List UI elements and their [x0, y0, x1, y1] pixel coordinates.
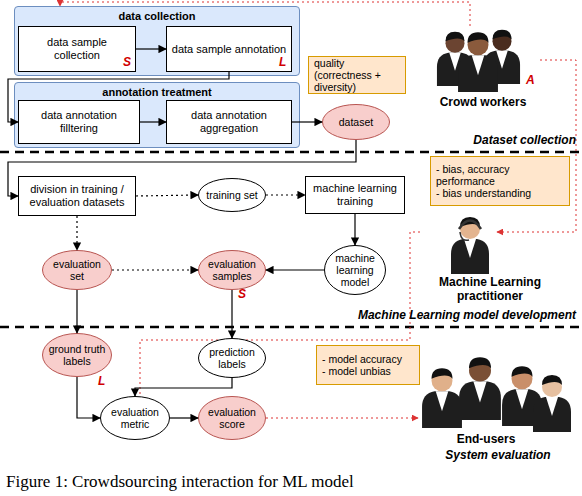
headset-symbol — [459, 221, 481, 230]
flow-arrow — [170, 417, 198, 418]
process-box: data annotation aggregation — [166, 100, 292, 144]
flow-arrow — [136, 195, 198, 196]
node-label: machine learning model — [330, 252, 381, 288]
flow-arrow — [266, 194, 305, 195]
note-box: quality (correctness + diversity) — [308, 56, 406, 94]
flow-arrow — [76, 290, 77, 333]
data-ellipse: evaluation score — [198, 396, 266, 440]
flow-arrow — [135, 378, 232, 396]
actor-name: Machine Learning practitioner — [420, 276, 560, 304]
flow-arrow — [8, 140, 356, 196]
ellipse-shape — [43, 334, 112, 377]
feedback-line — [266, 418, 418, 419]
ellipse-shape — [199, 397, 266, 440]
section-title: Machine Learning model development — [290, 309, 576, 323]
data-ellipse: evaluation samplesS — [198, 250, 266, 290]
flow-arrow — [140, 121, 166, 122]
data-ellipse: training set — [198, 178, 266, 212]
note-box: - bias, accuracy performance- bias under… — [430, 156, 570, 206]
process-box: data sample annotationL — [166, 26, 292, 72]
flow-arrow — [136, 48, 166, 49]
node-label: training set — [206, 189, 257, 201]
data-ellipse: evaluation metric — [100, 396, 170, 440]
end-user-icon — [459, 357, 501, 420]
actor-name: Crowd workers — [428, 96, 538, 110]
node-label: evaluation score — [204, 406, 260, 430]
section-title: Dataset collection — [430, 134, 576, 148]
role-mark: A — [526, 74, 540, 88]
group-heading: data collection — [118, 10, 195, 23]
flow-arrow — [354, 214, 355, 245]
ellipse-shape — [199, 339, 266, 378]
role-mark: L — [279, 56, 286, 70]
node-label: evaluation metric — [106, 406, 163, 430]
data-ellipse: ground truth labelsL — [42, 333, 112, 377]
end-user-icon — [422, 368, 462, 428]
process-box: division in training / evaluation datase… — [18, 176, 136, 216]
group-band: data collectiondata sample collectionSda… — [14, 6, 300, 76]
ellipse-shape — [43, 251, 112, 290]
process-box: data sample collectionS — [18, 26, 136, 72]
note-box: - model accuracy- model unbias — [316, 345, 420, 385]
role-mark: S — [123, 56, 131, 70]
actor-name: End-users — [436, 433, 536, 447]
note-line: - model unbias — [322, 365, 391, 377]
node-label: division in training / evaluation datase… — [23, 183, 131, 208]
end-user-icon — [533, 375, 571, 432]
practitioner-icon — [451, 217, 489, 274]
node-label: data sample collection — [23, 36, 131, 61]
data-ellipse: machine learning model — [324, 245, 386, 295]
data-ellipse: prediction labels — [198, 338, 266, 378]
ellipse-shape — [199, 251, 266, 290]
flow-arrow — [8, 72, 229, 122]
group-heading: annotation treatment — [102, 86, 211, 99]
figure-caption: Figure 1: Crowdsourcing interaction for … — [6, 472, 354, 492]
ellipse-shape — [323, 105, 390, 140]
data-ellipse: dataset — [322, 104, 390, 140]
node-label: data annotation filltering — [23, 109, 135, 134]
note-line: - bias understanding — [436, 187, 531, 199]
section-separator — [0, 326, 582, 329]
node-label: data sample annotation — [172, 43, 286, 56]
node-label: data annotation aggregation — [171, 109, 287, 134]
node-label: prediction labels — [204, 346, 260, 370]
flow-arrow — [112, 269, 198, 270]
headset-symbol — [460, 232, 469, 240]
node-label: evaluation set — [48, 258, 105, 282]
group-band: annotation treatment data annotation fill… — [14, 82, 300, 148]
node-label: ground truth labels — [48, 343, 105, 367]
node-label: - bias, accuracy performance — [436, 163, 564, 187]
flow-arrow — [266, 269, 324, 270]
flow-arrow — [292, 121, 322, 122]
node-label: quality (correctness + diversity) — [314, 57, 400, 93]
ellipse-shape — [199, 179, 266, 212]
node-label: evaluation samples — [204, 258, 260, 282]
flow-arrow — [77, 377, 100, 418]
ellipse-shape — [101, 397, 170, 440]
ellipse-shape — [325, 246, 386, 295]
section-separator — [0, 151, 582, 154]
flow-arrow — [76, 216, 77, 250]
node-label: machine learning training — [310, 182, 400, 207]
role-mark: L — [98, 375, 105, 389]
node-label: - model accuracy — [322, 353, 402, 365]
process-box: data annotation filltering — [18, 100, 140, 144]
data-ellipse: evaluation set — [42, 250, 112, 290]
crowd-worker-icon — [458, 32, 498, 92]
section-title: System evaluation — [420, 449, 576, 463]
role-mark: S — [238, 288, 246, 302]
process-box: machine learning training — [305, 176, 405, 214]
node-label: dataset — [339, 116, 373, 128]
flow-arrow — [231, 290, 232, 338]
